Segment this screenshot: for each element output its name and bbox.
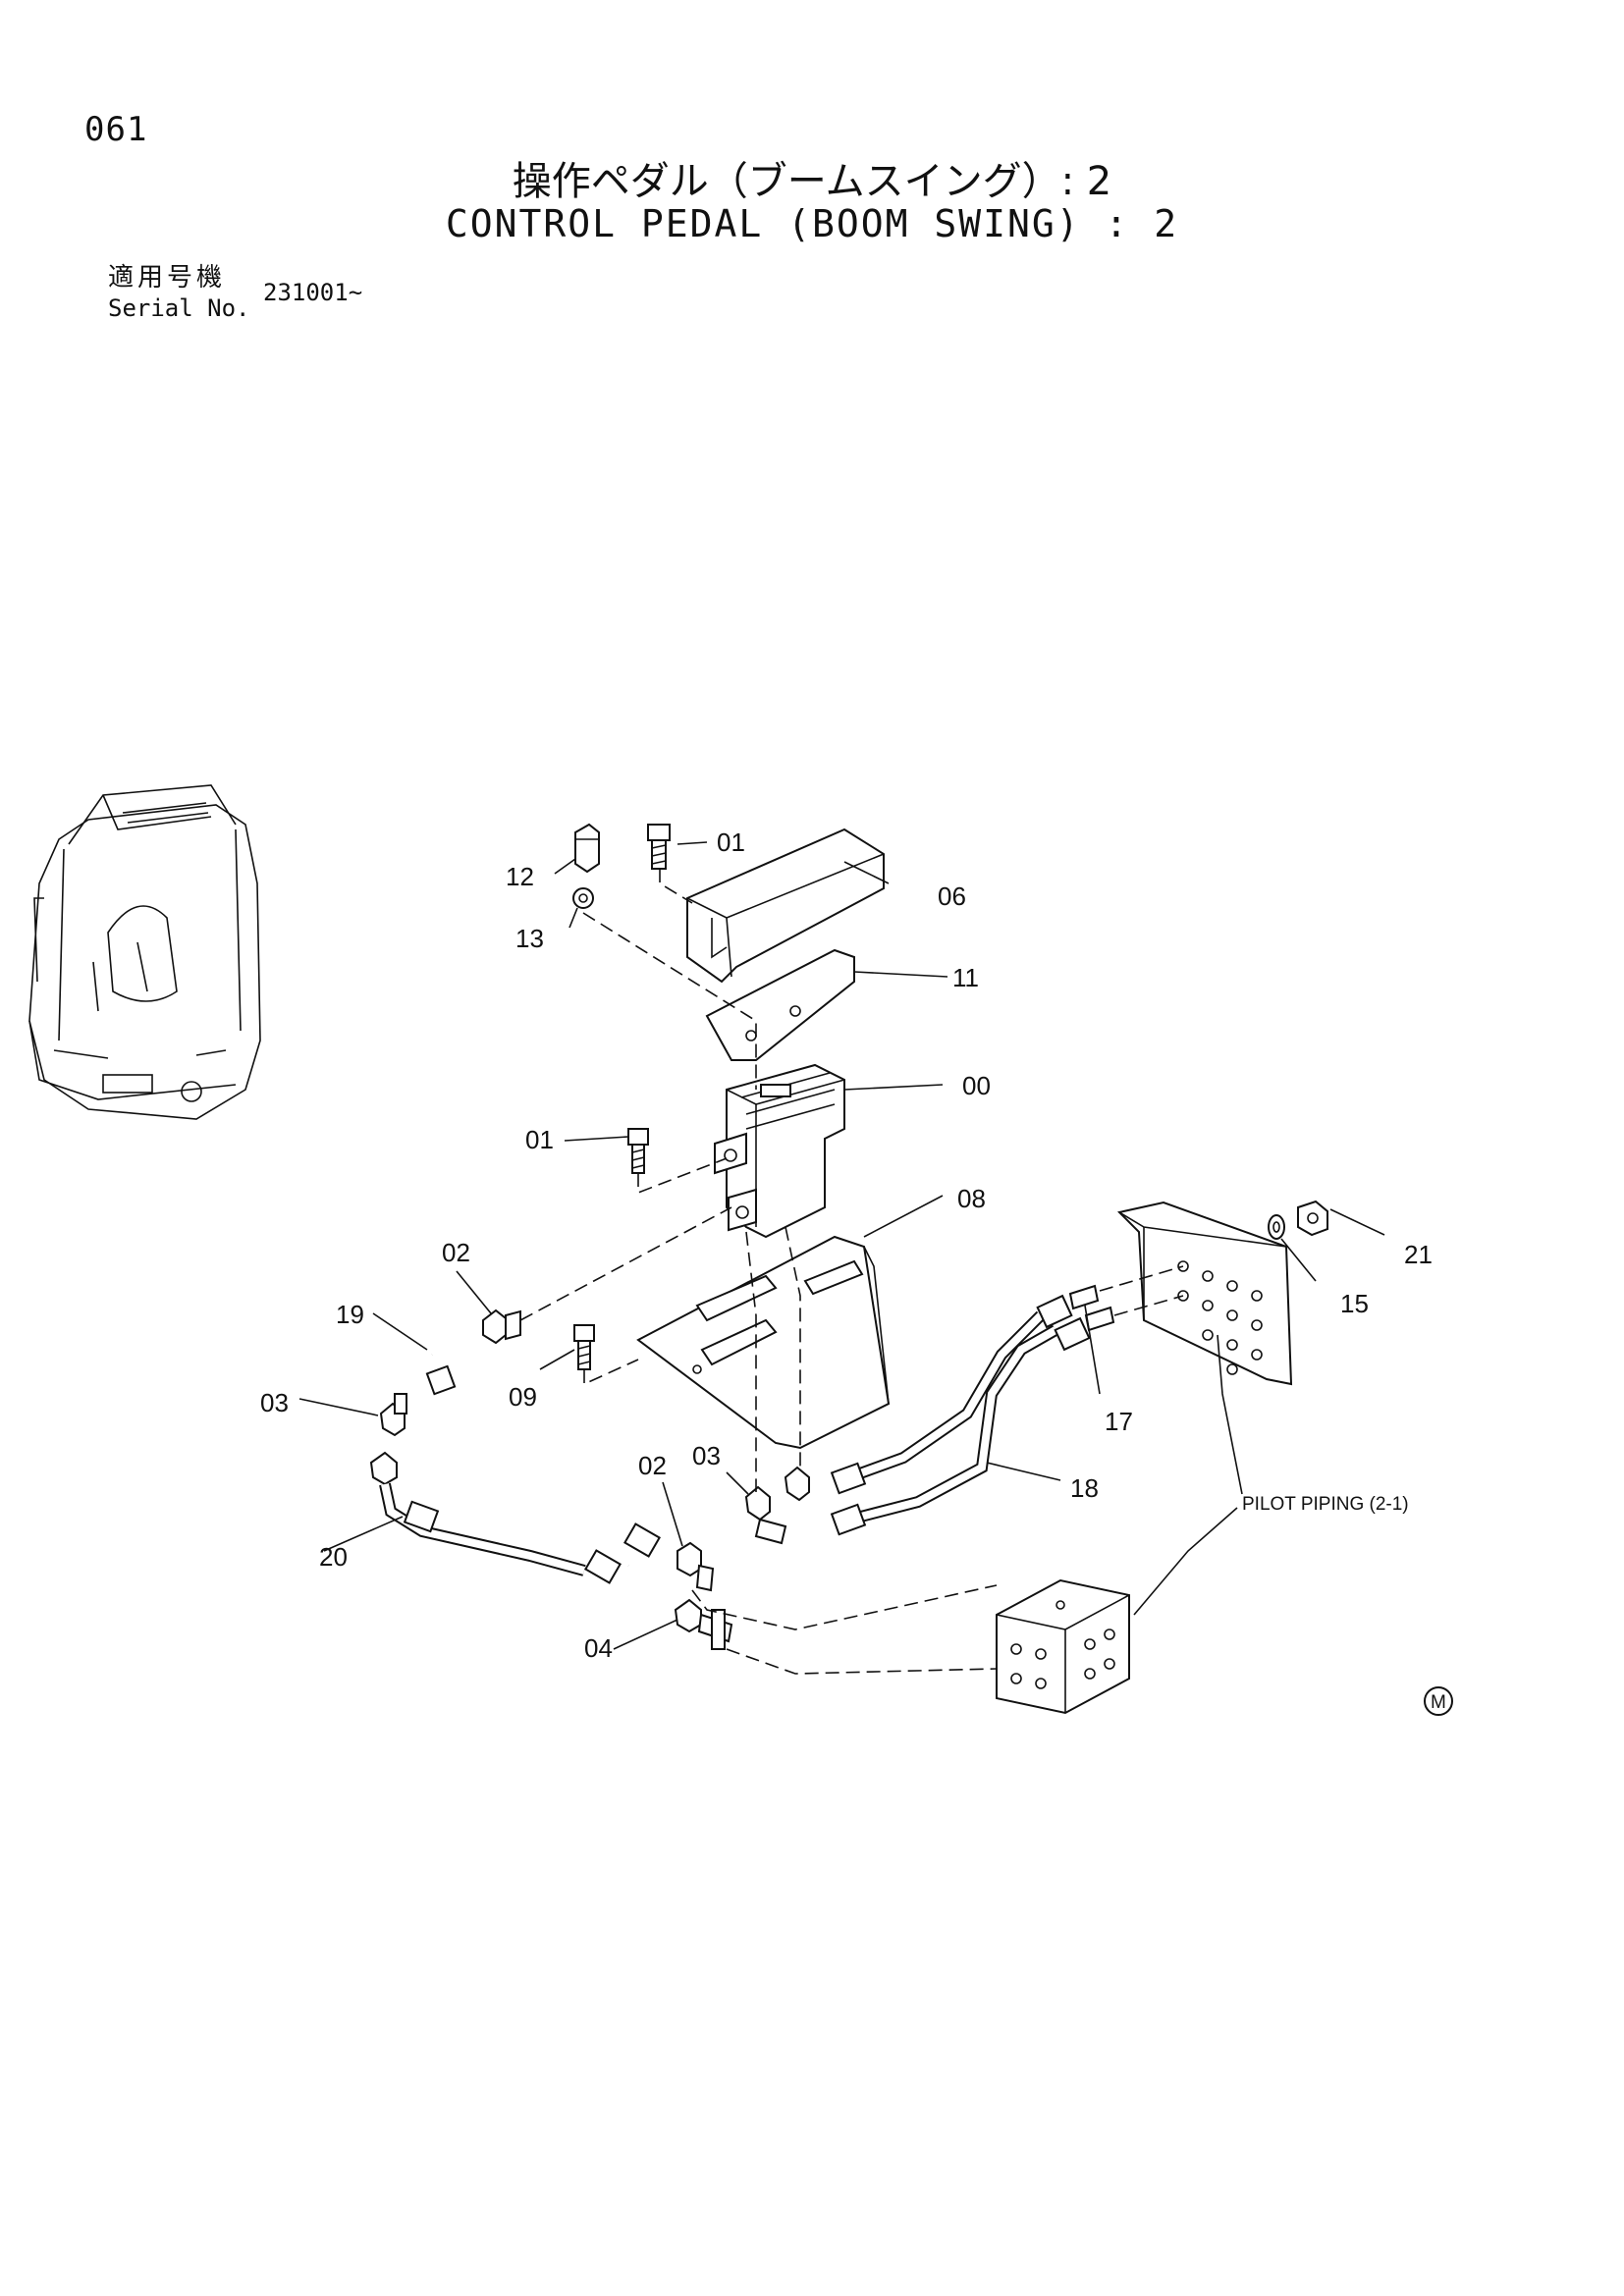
callout-02-center: 02 xyxy=(638,1451,667,1480)
excavator-thumbnail-icon xyxy=(28,784,261,1120)
part-02-center-fitting-icon xyxy=(677,1541,715,1592)
callout-01-side: 01 xyxy=(525,1125,554,1154)
callout-03-left: 03 xyxy=(260,1388,289,1417)
callout-17: 17 xyxy=(1105,1407,1133,1436)
callout-12: 12 xyxy=(506,862,534,891)
callout-15: 15 xyxy=(1340,1289,1369,1318)
part-21-nut-icon xyxy=(1297,1200,1328,1237)
callout-03-center: 03 xyxy=(692,1441,721,1470)
m-mark-icon: M xyxy=(1424,1686,1453,1716)
callout-11: 11 xyxy=(952,963,979,992)
part-01-side-bolt-icon xyxy=(627,1128,649,1174)
hose-20-icon xyxy=(369,1451,622,1584)
part-15-washer-icon xyxy=(1268,1214,1285,1240)
callout-20: 20 xyxy=(319,1542,348,1572)
pilot-valve-block-icon xyxy=(996,1578,1130,1715)
part-11-plate-icon xyxy=(705,948,855,1061)
callout-21: 21 xyxy=(1404,1240,1433,1269)
hose-19-icon xyxy=(425,1340,661,1570)
part-01-bolt-icon xyxy=(647,824,671,870)
part-00-pedal-valve-icon xyxy=(714,1063,845,1239)
callout-02-left: 02 xyxy=(442,1238,470,1267)
hose-18-icon xyxy=(830,1306,1115,1536)
pilot-piping-note: PILOT PIPING (2-1) xyxy=(1242,1494,1409,1515)
page-number: 061 xyxy=(84,110,148,149)
callout-leader-lines xyxy=(298,841,1385,1650)
callout-00: 00 xyxy=(962,1071,991,1100)
callout-09: 09 xyxy=(509,1382,537,1412)
part-04-tee-fitting-icon xyxy=(674,1598,733,1650)
serial-label-english: Serial No. xyxy=(108,294,250,322)
part-09-bolt-icon xyxy=(573,1324,595,1370)
part-02-fitting-icon xyxy=(482,1308,521,1345)
part-12-bolt-icon xyxy=(572,823,600,909)
callout-19: 19 xyxy=(336,1300,364,1329)
serial-value: 231001~ xyxy=(263,279,363,306)
title-japanese: 操作ペダル（ブームスイング）: 2 xyxy=(512,159,1112,204)
part-03-center-elbow-icon xyxy=(744,1466,810,1545)
callout-06: 06 xyxy=(938,881,966,911)
assembly-guide-lines xyxy=(519,869,1184,1675)
part-03-elbow-icon xyxy=(379,1393,407,1437)
part-06-pedal-cover-icon xyxy=(686,828,885,984)
callout-18: 18 xyxy=(1070,1473,1099,1503)
callout-08: 08 xyxy=(957,1184,986,1213)
hose-17-icon xyxy=(830,1284,1100,1495)
title-english: CONTROL PEDAL (BOOM SWING) : 2 xyxy=(445,202,1179,245)
callout-04: 04 xyxy=(584,1633,613,1663)
part-08-bracket-icon xyxy=(636,1235,891,1450)
pedal-bracket-plate-icon xyxy=(1117,1201,1293,1386)
serial-label-japanese: 適用号機 xyxy=(108,263,227,293)
callout-13: 13 xyxy=(515,924,544,953)
callout-01-top: 01 xyxy=(717,828,745,857)
m-mark-label: M xyxy=(1431,1692,1446,1713)
